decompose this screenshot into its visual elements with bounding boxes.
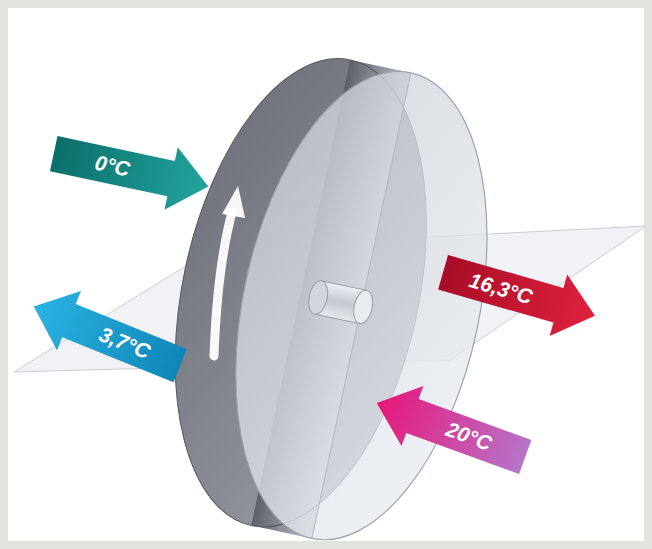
temperature-label: 16,3°C: [465, 263, 537, 315]
air-flow-arrow: 3,7°C: [22, 277, 192, 396]
air-flow-arrow: 20°C: [366, 373, 536, 487]
temperature-label: 0°C: [91, 145, 133, 188]
arrow-fill: [47, 122, 215, 217]
air-flow-arrow: 0°C: [47, 122, 215, 217]
rotation-arrow: [214, 186, 245, 356]
arrow-fill: [434, 241, 604, 346]
arrow-shape: [47, 122, 215, 217]
arrow-fill: [22, 277, 192, 396]
arrow-fill: [366, 373, 536, 487]
air-flow-arrow: 16,3°C: [434, 241, 604, 346]
